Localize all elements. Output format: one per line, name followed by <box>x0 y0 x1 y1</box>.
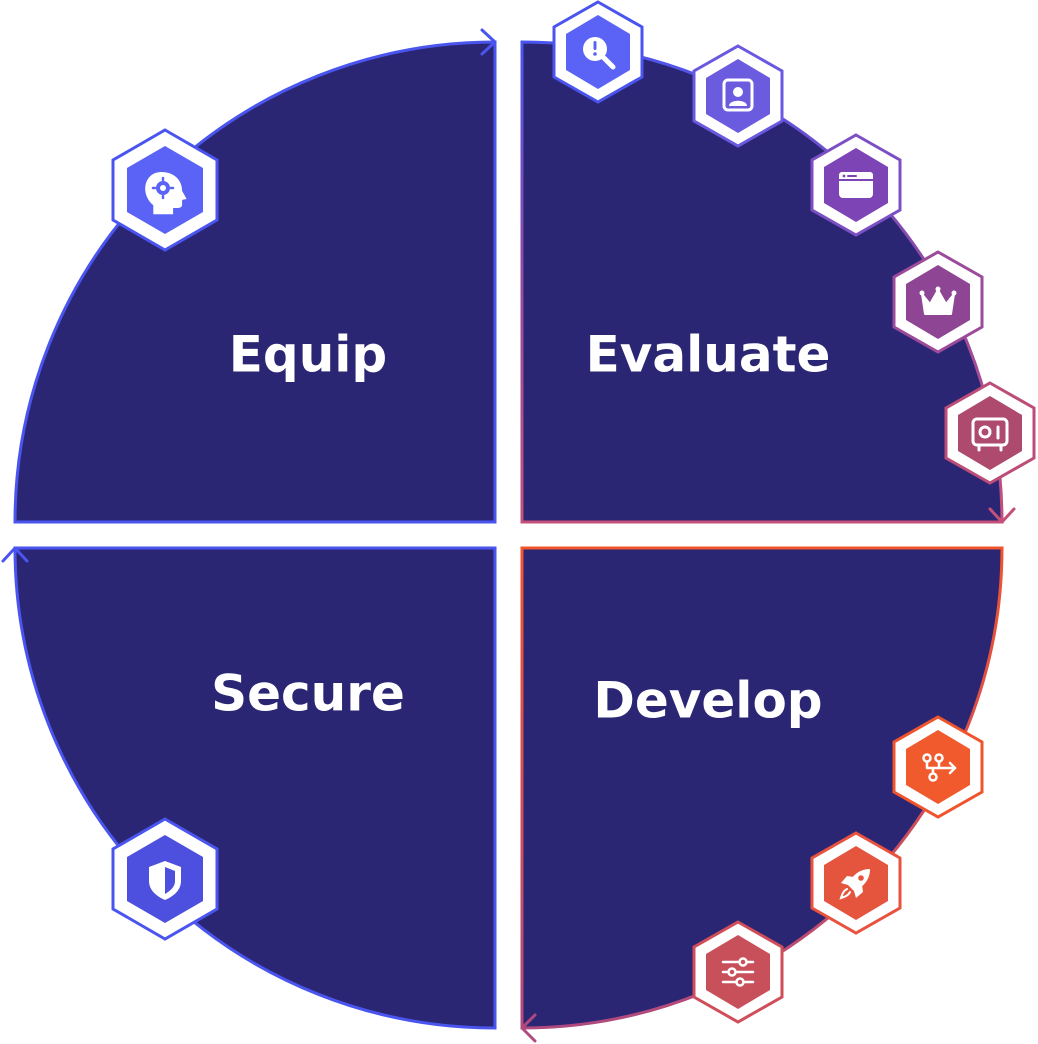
head-gear-icon[interactable] <box>111 128 219 252</box>
sliders-icon[interactable] <box>692 920 784 1024</box>
evaluate-label: Evaluate <box>586 326 831 384</box>
secure-quadrant <box>13 546 497 1030</box>
shield-icon[interactable] <box>111 817 219 941</box>
rocket-icon[interactable] <box>810 831 902 935</box>
arrow-head-bottom <box>520 1013 537 1043</box>
safe-vault-icon[interactable] <box>944 381 1036 485</box>
search-alert-icon[interactable] <box>552 0 644 104</box>
equip-label: Equip <box>229 326 387 384</box>
develop-label: Develop <box>593 672 822 730</box>
arrow-head-top <box>480 28 497 56</box>
person-badge-icon[interactable] <box>692 44 784 148</box>
equip-quadrant <box>13 40 497 524</box>
arrow-head-left <box>1 546 29 563</box>
crown-icon[interactable] <box>892 250 984 354</box>
arrow-head-right <box>988 507 1016 524</box>
git-flow-icon[interactable] <box>892 715 984 819</box>
secure-label: Secure <box>211 665 405 723</box>
browser-window-icon[interactable] <box>810 133 902 237</box>
